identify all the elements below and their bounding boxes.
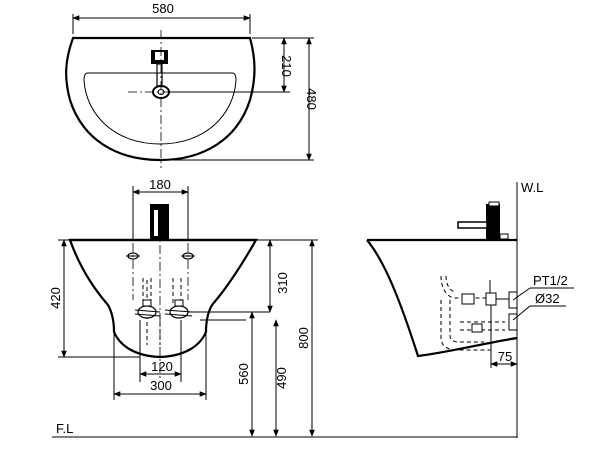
dim-basin-height: 420: [48, 287, 63, 309]
dim-overall-height: 800: [296, 327, 311, 349]
dim-supply-height: 310: [275, 272, 290, 294]
valve-left: [134, 299, 161, 319]
thread-label: PT1/2: [533, 273, 568, 288]
valve-side: [461, 280, 497, 333]
front-view: 180 420 310 800 560 490 120 300: [48, 177, 318, 437]
dim-offset: 75: [498, 349, 512, 364]
bowl-outline-top: [83, 72, 237, 145]
dim-width-top: 580: [152, 1, 174, 16]
valve-right: [164, 299, 193, 319]
faucet-front: [150, 204, 169, 240]
dim-drain-offset: 210: [279, 55, 294, 77]
dim-tap-spacing: 180: [149, 177, 171, 192]
dim-depth: 480: [304, 88, 319, 110]
basin-front: [68, 238, 258, 359]
basin-outline-top: [65, 36, 256, 162]
pipe-label: Ø32: [535, 291, 560, 306]
faucet-side: [457, 201, 509, 240]
dim-pedestal-width: 300: [150, 378, 172, 393]
top-view: 580 210 480: [65, 1, 319, 168]
dim-drain-height: 560: [236, 363, 251, 385]
dim-trap-height: 490: [274, 367, 289, 389]
floor-label: F.L: [56, 421, 73, 436]
side-view: W.L PT1/2 Ø32: [366, 180, 574, 438]
dim-trap-spacing: 120: [151, 359, 173, 374]
wall-label: W.L: [521, 180, 543, 195]
